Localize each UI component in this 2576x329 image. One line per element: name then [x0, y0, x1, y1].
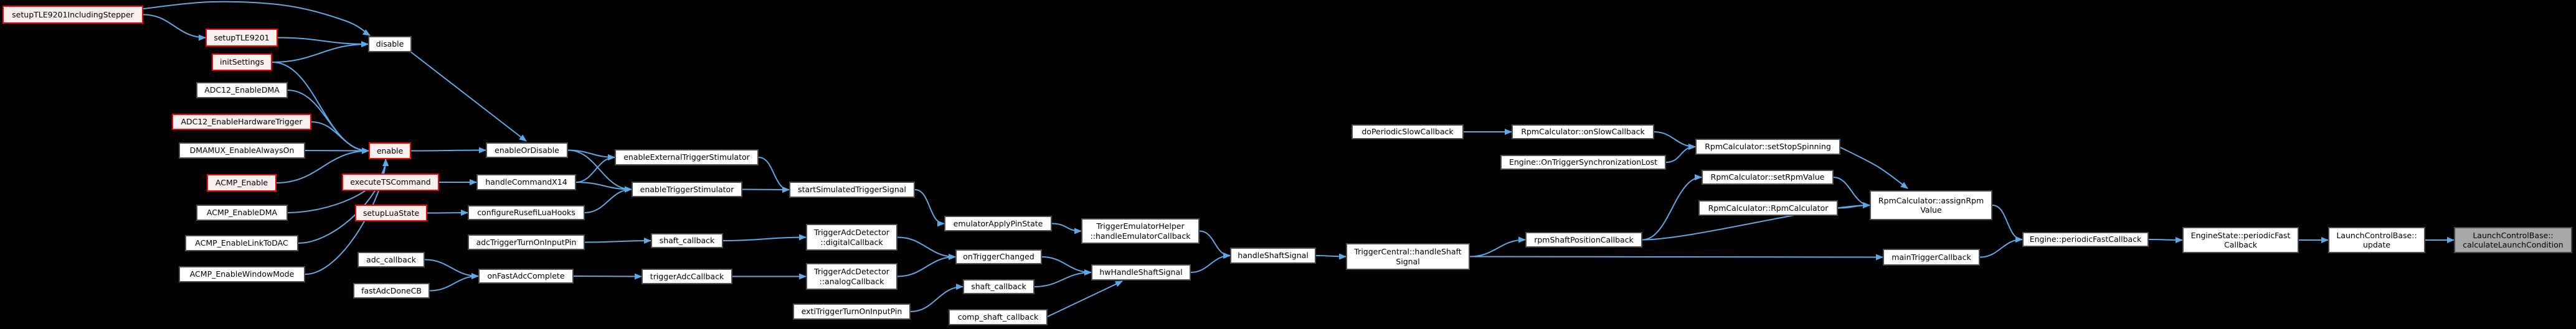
edge-extiTriggerTurnOnInputPin-to-shaft_callback_b	[910, 284, 964, 312]
graph-node-enableTriggerStimulator[interactable]: enableTriggerStimulator	[632, 182, 742, 197]
graph-node-ACMP_EnableWindowMode[interactable]: ACMP_EnableWindowMode	[179, 266, 305, 282]
edge-rpmShaftPositionCallback-to-RpmCalculator_assignRpmValue	[1642, 202, 1870, 241]
edge-disable-to-enableOrDisable	[410, 51, 527, 142]
edge-RpmCalculator_RpmCalculator-to-RpmCalculator_assignRpmValue	[1837, 202, 1870, 209]
edge-comp_shaft_callback-to-hwHandleShaftSignal	[1047, 280, 1123, 317]
graph-node-EngineState_periodicFastCallback[interactable]: EngineState::periodicFast Callback	[2182, 227, 2299, 253]
edges-group	[143, 1, 2455, 317]
edge-Engine_OnTriggerSynchronizationLost-to-RpmCalculator_setStopSpinning	[1665, 144, 1696, 163]
graph-node-comp_shaft_callback[interactable]: comp_shaft_callback	[949, 309, 1048, 325]
edge-handleCommandX14-to-enableExternalTriggerStimulator	[575, 154, 615, 183]
graph-node-triggerAdcCallback[interactable]: triggerAdcCallback	[642, 269, 732, 284]
edge-emulatorApplyPinState-to-TriggerEmulatorHelper_handleEmulatorCallback	[1051, 223, 1082, 234]
graph-node-initSettings[interactable]: initSettings	[212, 53, 272, 71]
graph-node-LaunchControlBase_update[interactable]: LaunchControlBase:: update	[2328, 227, 2425, 253]
edge-Engine_periodicFastCallback-to-EngineState_periodicFastCallback	[2148, 236, 2183, 243]
edge-TriggerCentral_handleShaftSignal-to-rpmShaftPositionCallback	[1469, 236, 1526, 257]
graph-node-TriggerCentral_handleShaftSignal[interactable]: TriggerCentral::handleShaft Signal	[1346, 243, 1470, 270]
graph-node-setupLuaState[interactable]: setupLuaState	[355, 205, 427, 221]
graph-node-RpmCalculator_assignRpmValue[interactable]: RpmCalculator::assignRpm Value	[1870, 190, 1992, 220]
graph-node-enableExternalTriggerStimulator[interactable]: enableExternalTriggerStimulator	[615, 149, 759, 165]
graph-node-ADC12_EnableDMA[interactable]: ADC12_EnableDMA	[196, 82, 288, 98]
edge-initSettings-to-disable	[272, 41, 369, 63]
edge-hwHandleShaftSignal-to-handleShaftSignal	[1190, 253, 1231, 273]
graph-node-fastAdcDoneCB[interactable]: fastAdcDoneCB	[353, 283, 430, 299]
graph-node-LaunchControlBase_calculateLaunchCondition: LaunchControlBase:: calculateLaunchCondi…	[2454, 227, 2572, 253]
edge-shaft_callback_b-to-hwHandleShaftSignal	[1034, 269, 1092, 287]
graph-node-ACMP_EnableDMA[interactable]: ACMP_EnableDMA	[196, 205, 288, 221]
graph-node-setupTLE9201[interactable]: setupTLE9201	[206, 29, 278, 47]
edge-onFastAdcComplete-to-triggerAdcCallback	[573, 273, 642, 280]
graph-node-shaft_callback_b[interactable]: shaft_callback	[963, 279, 1035, 294]
edge-enableOrDisable-to-enableTriggerStimulator	[567, 149, 632, 193]
graph-node-RpmCalculator_onSlowCallback[interactable]: RpmCalculator::onSlowCallback	[1512, 124, 1654, 139]
graph-node-Engine_OnTriggerSynchronizationLost[interactable]: Engine::OnTriggerSynchronizationLost	[1500, 155, 1666, 170]
graph-node-RpmCalculator_setRpmValue[interactable]: RpmCalculator::setRpmValue	[1702, 170, 1834, 185]
graph-node-ADC12_EnableHardwareTrigger[interactable]: ADC12_EnableHardwareTrigger	[172, 114, 311, 130]
edge-adcTriggerTurnOnInputPin-to-shaft_callback_a	[584, 238, 651, 244]
graph-node-handleShaftSignal[interactable]: handleShaftSignal	[1230, 248, 1316, 264]
graph-node-executeTSCommand[interactable]: executeTSCommand	[342, 174, 439, 191]
graph-node-configureRusefiLuaHooks[interactable]: configureRusefiLuaHooks	[468, 205, 585, 220]
edge-onTriggerChanged-to-hwHandleShaftSignal	[1041, 256, 1092, 276]
edge-ADC12_EnableHardwareTrigger-to-enable	[311, 121, 369, 154]
graph-node-onTriggerChanged[interactable]: onTriggerChanged	[955, 249, 1042, 264]
edge-rpmShaftPositionCallback-to-RpmCalculator_setRpmValue	[1642, 174, 1702, 241]
edge-RpmCalculator_onSlowCallback-to-RpmCalculator_setStopSpinning	[1654, 131, 1696, 150]
edge-adc_callback-to-onFastAdcComplete	[424, 259, 479, 279]
graph-node-onFastAdcComplete[interactable]: onFastAdcComplete	[478, 269, 574, 284]
edge-mainTriggerCallback-to-Engine_periodicFastCallback	[1979, 236, 2023, 258]
graph-node-doPeriodicSlowCallback[interactable]: doPeriodicSlowCallback	[1352, 124, 1464, 139]
graph-node-hwHandleShaftSignal[interactable]: hwHandleShaftSignal	[1091, 264, 1191, 280]
graph-node-rpmShaftPositionCallback[interactable]: rpmShaftPositionCallback	[1525, 232, 1642, 248]
edge-TriggerEmulatorHelper_handleEmulatorCallback-to-handleShaftSignal	[1199, 230, 1231, 259]
graph-node-mainTriggerCallback[interactable]: mainTriggerCallback	[1883, 249, 1980, 266]
edge-enableExternalTriggerStimulator-to-startSimulatedTriggerSignal	[758, 157, 790, 193]
edge-startSimulatedTriggerSignal-to-emulatorApplyPinState	[914, 189, 945, 227]
graph-node-adc_callback[interactable]: adc_callback	[358, 252, 425, 267]
edge-handleCommandX14-to-enableTriggerStimulator	[575, 182, 632, 193]
edge-setupTLE9201-to-disable	[277, 37, 369, 47]
edge-shaft_callback_a-to-TriggerAdcDetector_digitalCallback	[722, 234, 807, 241]
graph-node-ACMP_EnableLinkToDAC[interactable]: ACMP_EnableLinkToDAC	[185, 235, 298, 251]
graph-node-TriggerAdcDetector_digitalCallback[interactable]: TriggerAdcDetector ::digitalCallback	[806, 224, 897, 251]
graph-node-setupTLE9201IncludingStepper[interactable]: setupTLE9201IncludingStepper	[2, 6, 143, 24]
edge-TriggerAdcDetector_digitalCallback-to-onTriggerChanged	[897, 236, 956, 260]
graph-node-ACMP_Enable[interactable]: ACMP_Enable	[207, 174, 277, 192]
graph-node-enableOrDisable[interactable]: enableOrDisable	[486, 142, 568, 158]
graph-node-Engine_periodicFastCallback[interactable]: Engine::periodicFastCallback	[2022, 232, 2149, 247]
graph-node-DMAMUX_EnableAlwaysOn[interactable]: DMAMUX_EnableAlwaysOn	[179, 142, 305, 159]
graph-node-emulatorApplyPinState[interactable]: emulatorApplyPinState	[944, 216, 1052, 231]
graph-node-RpmCalculator_setStopSpinning[interactable]: RpmCalculator::setStopSpinning	[1695, 139, 1840, 155]
edge-handleShaftSignal-to-TriggerCentral_handleShaftSignal	[1315, 253, 1347, 260]
edge-ACMP_Enable-to-enable	[276, 147, 369, 183]
graph-node-extiTriggerTurnOnInputPin[interactable]: extiTriggerTurnOnInputPin	[793, 304, 911, 320]
edge-setupTLE9201IncludingStepper-to-disable	[143, 1, 371, 36]
graph-node-startSimulatedTriggerSignal[interactable]: startSimulatedTriggerSignal	[789, 182, 915, 198]
edge-initSettings-to-enable	[272, 62, 369, 154]
graph-node-shaft_callback_a[interactable]: shaft_callback	[651, 233, 723, 248]
edge-configureRusefiLuaHooks-to-enableTriggerStimulator	[584, 186, 632, 213]
edge-fastAdcDoneCB-to-onFastAdcComplete	[429, 273, 479, 292]
edge-ACMP_EnableLinkToDAC-to-enable	[298, 159, 389, 244]
graph-node-TriggerAdcDetector_analogCallback[interactable]: TriggerAdcDetector ::analogCallback	[806, 263, 897, 290]
edge-ACMP_EnableDMA-to-enable	[287, 159, 389, 213]
edge-RpmCalculator_setRpmValue-to-RpmCalculator_assignRpmValue	[1833, 177, 1870, 208]
graph-node-TriggerEmulatorHelper_handleEmulatorCallback[interactable]: TriggerEmulatorHelper ::handleEmulatorCa…	[1081, 218, 1200, 244]
graph-node-RpmCalculator_RpmCalculator[interactable]: RpmCalculator::RpmCalculator	[1698, 200, 1838, 216]
edge-TriggerAdcDetector_analogCallback-to-onTriggerChanged	[897, 254, 956, 277]
edge-setupTLE9201IncludingStepper-to-setupTLE9201	[143, 14, 206, 41]
edge-RpmCalculator_setStopSpinning-to-RpmCalculator_assignRpmValue	[1840, 147, 1908, 189]
graph-node-handleCommandX14[interactable]: handleCommandX14	[476, 174, 576, 190]
graph-node-adcTriggerTurnOnInputPin[interactable]: adcTriggerTurnOnInputPin	[468, 234, 585, 250]
edge-RpmCalculator_assignRpmValue-to-Engine_periodicFastCallback	[1992, 205, 2023, 243]
graph-node-disable[interactable]: disable	[368, 36, 412, 52]
graph-node-enable[interactable]: enable	[369, 142, 411, 159]
